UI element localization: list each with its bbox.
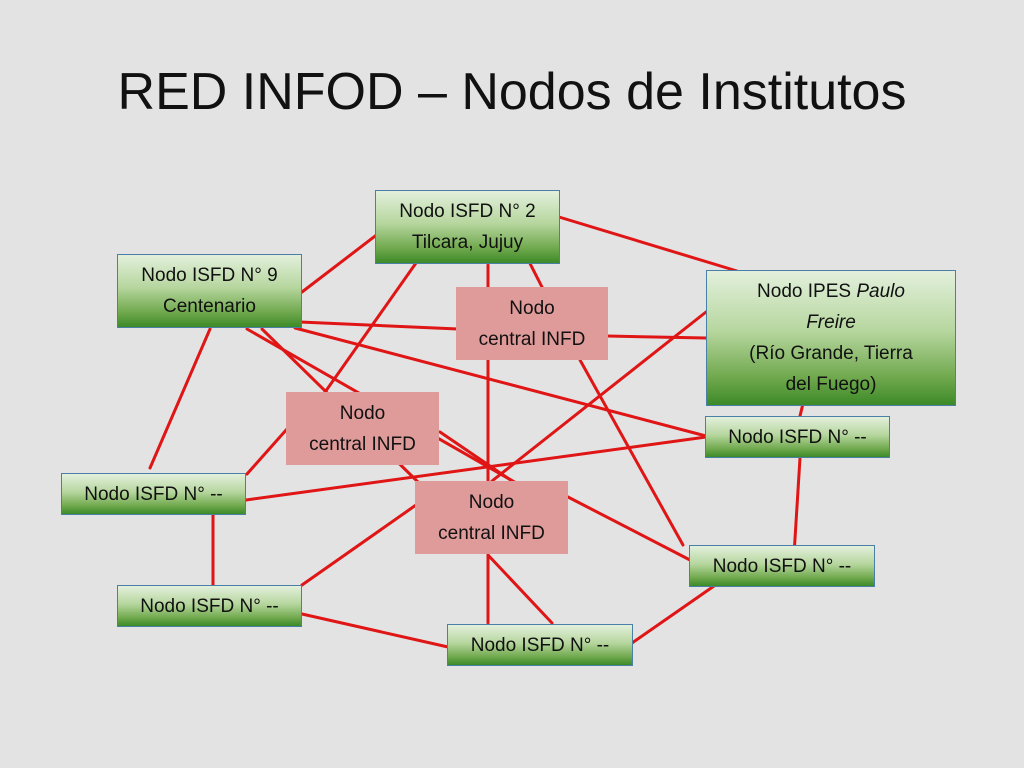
node-label: Nodo ISFD N° 9 <box>141 265 278 286</box>
link <box>578 358 685 547</box>
node-label: Nodo ISFD N° -- <box>712 555 852 577</box>
link <box>300 612 450 649</box>
node-central-infd-1: Nodo central INFD <box>456 287 608 360</box>
link <box>293 326 708 438</box>
node-label: del Fuego) <box>785 374 877 395</box>
node-label-italic: Freire <box>806 312 856 333</box>
link <box>300 228 385 294</box>
link <box>490 310 708 483</box>
link <box>486 553 554 625</box>
node-label: Nodo ISFD N° -- <box>470 634 610 656</box>
link <box>792 456 802 557</box>
node-ipes-paulo-freire: Nodo IPES Paulo Freire (Río Grande, Tier… <box>706 270 956 406</box>
node-central-infd-2: Nodo central INFD <box>286 392 439 465</box>
link <box>566 495 692 562</box>
node-isfd-bottom: Nodo ISFD N° -- <box>447 624 633 666</box>
node-label: Tilcara, Jujuy <box>411 232 524 253</box>
node-label: Nodo ISFD N° -- <box>84 483 223 505</box>
node-label: central INFD <box>478 328 586 350</box>
node-label: Centenario <box>163 296 256 317</box>
node-label: central INFD <box>309 433 416 455</box>
link <box>630 584 716 645</box>
link <box>148 327 212 470</box>
link <box>300 503 418 587</box>
node-label: Nodo ISFD N° -- <box>728 426 867 448</box>
link <box>245 427 289 476</box>
node-isfd-2-tilcara: Nodo ISFD N° 2 Tilcara, Jujuy <box>375 190 560 264</box>
node-central-infd-3: Nodo central INFD <box>415 481 568 554</box>
link <box>557 215 739 273</box>
link <box>605 334 708 340</box>
node-label: Nodo ISFD N° -- <box>140 595 279 617</box>
link <box>321 261 418 397</box>
node-label: central INFD <box>438 522 545 544</box>
node-isfd-left-1: Nodo ISFD N° -- <box>61 473 246 515</box>
node-label: Nodo <box>509 297 555 319</box>
page-title: RED INFOD – Nodos de Institutos <box>117 63 907 121</box>
link <box>298 320 460 331</box>
node-label-line: Nodo IPES Paulo <box>757 276 905 307</box>
node-isfd-9-centenario: Nodo ISFD N° 9 Centenario <box>117 254 302 328</box>
node-label: Nodo IPES <box>757 281 857 302</box>
node-isfd-right-2: Nodo ISFD N° -- <box>689 545 875 587</box>
node-label: (Río Grande, Tierra <box>749 343 913 364</box>
node-isfd-right-1: Nodo ISFD N° -- <box>705 416 890 458</box>
node-label: Nodo <box>339 402 386 424</box>
node-label: Nodo <box>468 491 515 513</box>
node-label: Nodo ISFD N° 2 <box>399 201 536 222</box>
node-isfd-left-2: Nodo ISFD N° -- <box>117 585 302 627</box>
node-label-italic: Paulo <box>856 281 905 302</box>
link <box>438 430 514 483</box>
